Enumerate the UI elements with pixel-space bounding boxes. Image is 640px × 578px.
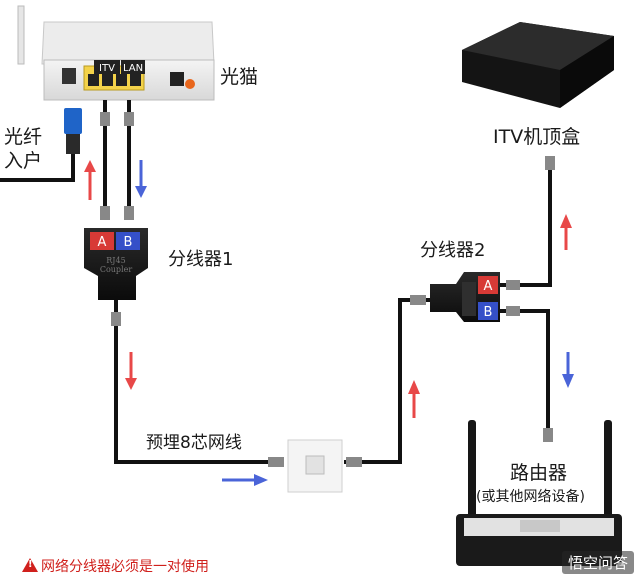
arrow-down-blue-router xyxy=(562,352,574,388)
splitter1-label: 分线器1 xyxy=(168,249,234,270)
watermark: 悟空问答 xyxy=(561,551,634,574)
modem-port-lan-label: LAN xyxy=(123,63,143,74)
plug xyxy=(346,457,362,467)
fiber-connector xyxy=(0,108,82,182)
preburied-cable-right xyxy=(344,298,430,464)
arrow-down-blue-modem xyxy=(135,160,147,198)
warning-text: 网络分线器必须是一对使用 xyxy=(41,559,209,575)
itv-box-device xyxy=(462,22,614,108)
plug xyxy=(124,112,134,126)
arrow-right-blue-cable xyxy=(222,474,268,486)
plug xyxy=(100,112,110,126)
plug xyxy=(543,428,553,442)
warning-icon xyxy=(22,558,38,572)
fiber-label-line1: 光纤 xyxy=(4,126,43,148)
modem-itv-tag xyxy=(94,60,120,74)
arrow-up-red-cable xyxy=(408,380,420,418)
splitter1-port-b-label: B xyxy=(124,235,133,250)
splitter1-port-b xyxy=(116,232,140,250)
plug xyxy=(410,295,426,305)
plug xyxy=(506,280,520,290)
plug xyxy=(100,206,110,220)
modem-label: 光猫 xyxy=(220,66,259,88)
splitter2-to-itv-cable xyxy=(500,168,552,287)
plug xyxy=(111,312,121,326)
cable-label: 预埋8芯网线 xyxy=(146,433,242,453)
splitter2-port-b-label: B xyxy=(484,305,493,320)
splitter2-port-b xyxy=(478,302,498,320)
preburied-cable-left xyxy=(114,300,276,464)
splitter2-to-router-cable xyxy=(500,309,550,440)
router-label: 路由器 xyxy=(510,462,568,484)
fiber-cable xyxy=(0,154,75,182)
splitter-2-device xyxy=(430,272,500,322)
arrow-down-red-splitter1 xyxy=(125,352,137,390)
splitter2-port-a xyxy=(478,276,498,294)
splitter-1-device xyxy=(84,228,148,300)
fiber-label-line2: 入户 xyxy=(4,150,43,172)
plug xyxy=(545,156,555,170)
modem-lan-tag xyxy=(121,60,145,74)
splitter1-print-line2: Coupler xyxy=(100,265,133,274)
plug xyxy=(268,457,284,467)
router-note: (或其他网络设备) xyxy=(476,489,585,505)
splitter1-port-a-label: A xyxy=(98,235,107,250)
modem-lan-ports xyxy=(88,74,141,86)
plug xyxy=(506,306,520,316)
itv-box-label: ITV机顶盒 xyxy=(493,126,581,148)
arrow-up-red-itv xyxy=(560,214,572,250)
splitter1-print-line1: RJ45 xyxy=(106,256,125,265)
wall-socket xyxy=(287,439,343,493)
plug xyxy=(124,206,134,220)
splitter2-label: 分线器2 xyxy=(420,240,486,261)
router-device xyxy=(456,420,622,566)
warning-note: 网络分线器必须是一对使用 xyxy=(22,556,209,576)
modem-port-itv-label: ITV xyxy=(99,63,115,74)
splitter2-port-a-label: A xyxy=(484,279,493,294)
splitter1-port-a xyxy=(90,232,114,250)
arrow-up-red-fiber xyxy=(84,160,96,200)
